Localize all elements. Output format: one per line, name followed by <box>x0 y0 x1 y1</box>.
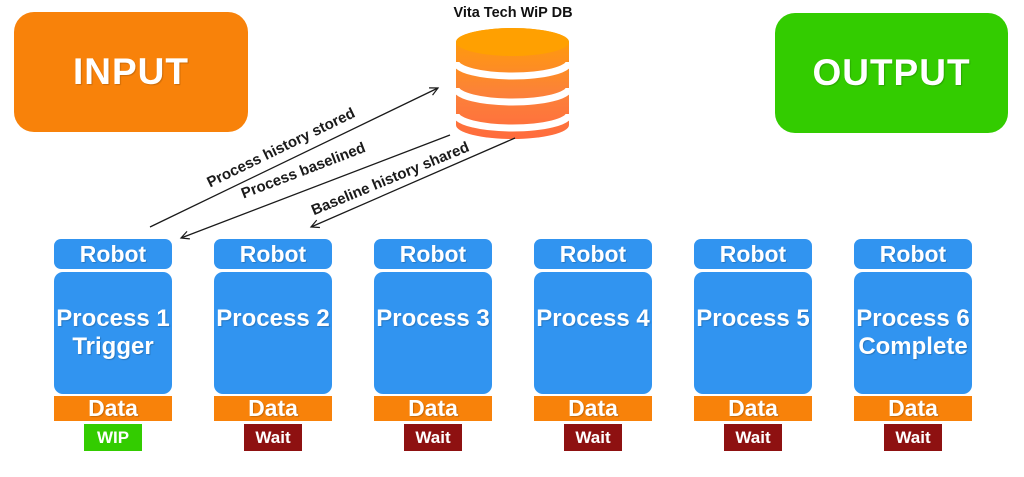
process-column-3: Robot Process 3 Data Wait <box>374 239 492 454</box>
arrow-baseline-history-shared <box>309 137 516 229</box>
status-badge: WIP <box>84 424 142 451</box>
data-label: Data <box>888 395 938 421</box>
process-box: Process 2 <box>214 272 332 394</box>
process-title: Process 4 <box>536 305 650 332</box>
process-column-1: Robot Process 1 Trigger Data WIP <box>54 239 172 454</box>
data-box: Data <box>534 396 652 421</box>
process-column-2: Robot Process 2 Data Wait <box>214 239 332 454</box>
robot-label: Robot <box>559 240 627 267</box>
data-box: Data <box>54 396 172 421</box>
robot-box: Robot <box>214 239 332 269</box>
process-box: Process 6 Complete <box>854 272 972 394</box>
data-label: Data <box>88 395 138 421</box>
status-badge: Wait <box>404 424 462 451</box>
process-box: Process 1 Trigger <box>54 272 172 394</box>
process-title: Process 2 <box>216 305 330 332</box>
data-label: Data <box>568 395 618 421</box>
robot-label: Robot <box>719 240 787 267</box>
process-box: Process 4 <box>534 272 652 394</box>
robot-label: Robot <box>79 240 147 267</box>
process-title: Process 6 <box>856 305 970 332</box>
input-label: INPUT <box>73 51 189 92</box>
data-label: Data <box>248 395 298 421</box>
process-title: Process 5 <box>696 305 810 332</box>
status-badge: Wait <box>724 424 782 451</box>
status-label: Wait <box>255 427 291 447</box>
output-label: OUTPUT <box>812 52 971 93</box>
status-badge: Wait <box>244 424 302 451</box>
status-label: Wait <box>735 427 771 447</box>
data-label: Data <box>408 395 458 421</box>
status-badge: Wait <box>884 424 942 451</box>
arrow-process-baselined <box>179 134 451 240</box>
process-column-5: Robot Process 5 Data Wait <box>694 239 812 454</box>
process-subtitle: Complete <box>858 333 968 360</box>
process-subtitle: Trigger <box>72 333 154 360</box>
output-block: OUTPUT <box>775 13 1008 133</box>
process-title: Process 1 <box>56 305 170 332</box>
status-label: Wait <box>415 427 451 447</box>
process-column-4: Robot Process 4 Data Wait <box>534 239 652 454</box>
data-box: Data <box>854 396 972 421</box>
robot-box: Robot <box>534 239 652 269</box>
status-badge: Wait <box>564 424 622 451</box>
arrow-process-history-stored <box>149 87 440 228</box>
data-box: Data <box>374 396 492 421</box>
robot-box: Robot <box>54 239 172 269</box>
process-title: Process 3 <box>376 305 490 332</box>
process-box: Process 3 <box>374 272 492 394</box>
process-column-6: Robot Process 6 Complete Data Wait <box>854 239 972 454</box>
robot-label: Robot <box>239 240 307 267</box>
status-label: WIP <box>96 427 130 447</box>
database-title: Vita Tech WiP DB <box>453 5 573 21</box>
robot-label: Robot <box>399 240 467 267</box>
data-box: Data <box>214 396 332 421</box>
robot-box: Robot <box>374 239 492 269</box>
process-box: Process 5 <box>694 272 812 394</box>
status-label: Wait <box>895 427 931 447</box>
input-block: INPUT <box>14 12 248 132</box>
robot-box: Robot <box>694 239 812 269</box>
database-cylinder-icon <box>456 28 569 139</box>
data-label: Data <box>728 395 778 421</box>
robot-label: Robot <box>879 240 947 267</box>
robot-box: Robot <box>854 239 972 269</box>
status-label: Wait <box>575 427 611 447</box>
data-box: Data <box>694 396 812 421</box>
